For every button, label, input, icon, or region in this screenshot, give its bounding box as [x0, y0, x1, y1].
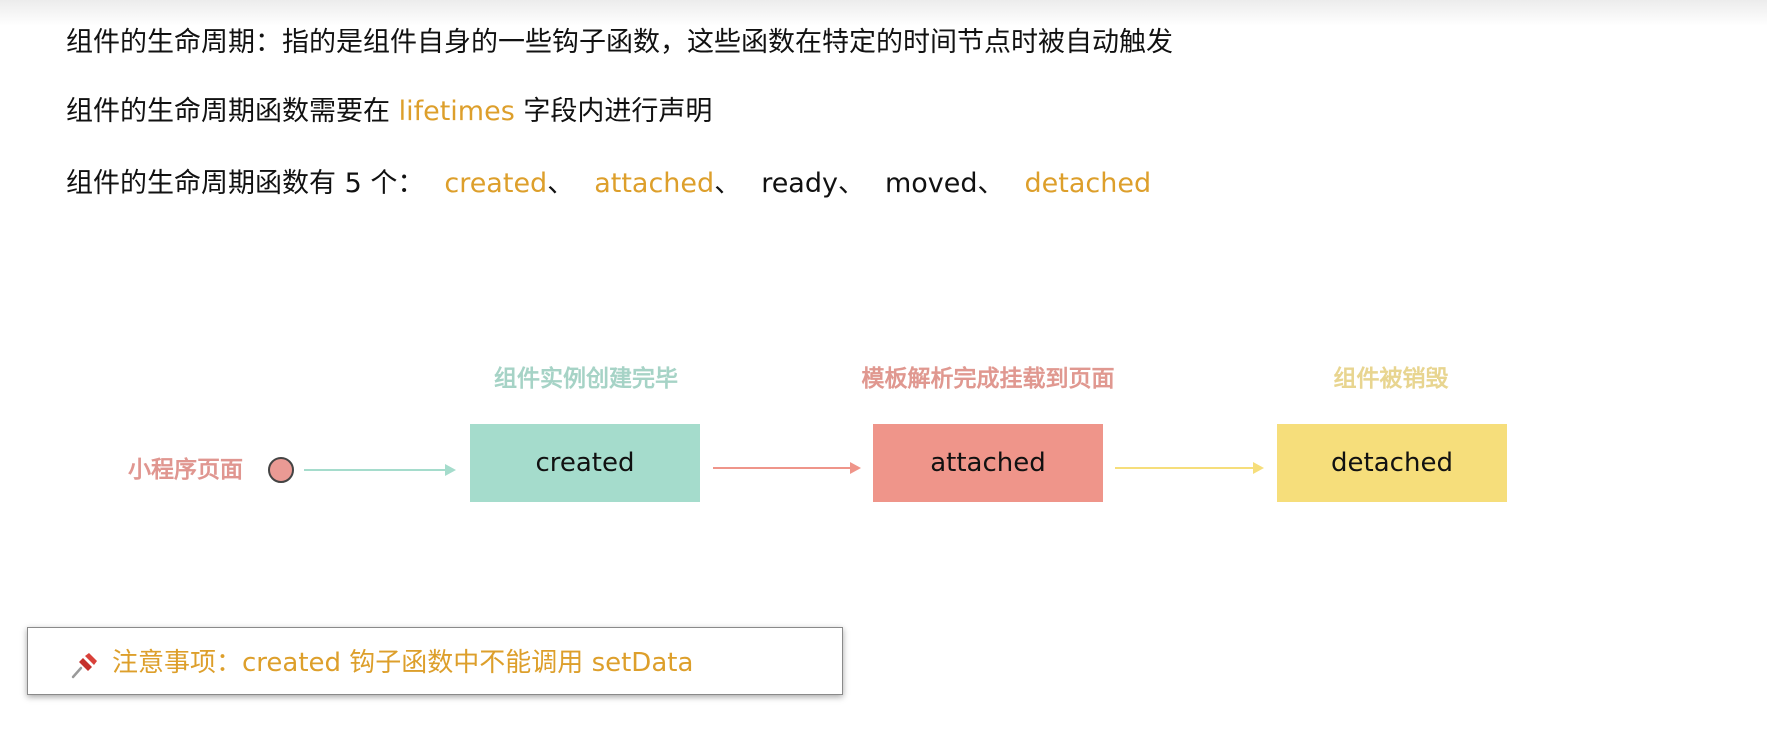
- lifetimes-keyword: lifetimes: [398, 96, 515, 127]
- hook-ready: ready: [761, 168, 838, 199]
- lifecycle-declaration: 组件的生命周期函数需要在 lifetimes 字段内进行声明: [66, 95, 712, 129]
- start-node-dot: [268, 457, 294, 483]
- attached-box: attached: [873, 424, 1103, 502]
- pushpin-icon: [71, 653, 97, 679]
- hook-detached: detached: [1024, 168, 1152, 199]
- top-shadow: [0, 0, 1767, 26]
- note-box: 注意事项：created 钩子函数中不能调用 setData: [27, 627, 843, 695]
- detached-box: detached: [1277, 424, 1507, 502]
- created-phase-label: 组件实例创建完毕: [494, 366, 678, 392]
- hook-separator: 、: [977, 168, 1005, 199]
- hook-created: created: [444, 168, 548, 199]
- line3-prefix: 组件的生命周期函数有 5 个：: [66, 168, 425, 199]
- detached-phase-label: 组件被销毁: [1333, 366, 1449, 392]
- hook-separator: 、: [547, 168, 575, 199]
- hook-separator: 、: [714, 168, 742, 199]
- note-text: 注意事项：created 钩子函数中不能调用 setData: [112, 648, 694, 678]
- line2-prefix: 组件的生命周期函数需要在: [66, 96, 399, 127]
- arrow-start-to-created: [304, 464, 456, 476]
- start-node-label: 小程序页面: [128, 457, 243, 483]
- lifecycle-definition: 组件的生命周期：指的是组件自身的一些钩子函数，这些函数在特定的时间节点时被自动触…: [66, 27, 1173, 58]
- created-box: created: [470, 424, 700, 502]
- hook-separator: 、: [837, 168, 865, 199]
- attached-phase-label: 模板解析完成挂载到页面: [861, 366, 1115, 392]
- lifecycle-hook-list: 组件的生命周期函数有 5 个：created、attached、ready、mo…: [66, 167, 1151, 201]
- arrow-created-to-attached: [713, 462, 861, 474]
- arrow-attached-to-detached: [1115, 462, 1264, 474]
- line2-suffix: 字段内进行声明: [514, 96, 713, 127]
- hook-moved: moved: [884, 168, 978, 199]
- hook-attached: attached: [594, 168, 715, 199]
